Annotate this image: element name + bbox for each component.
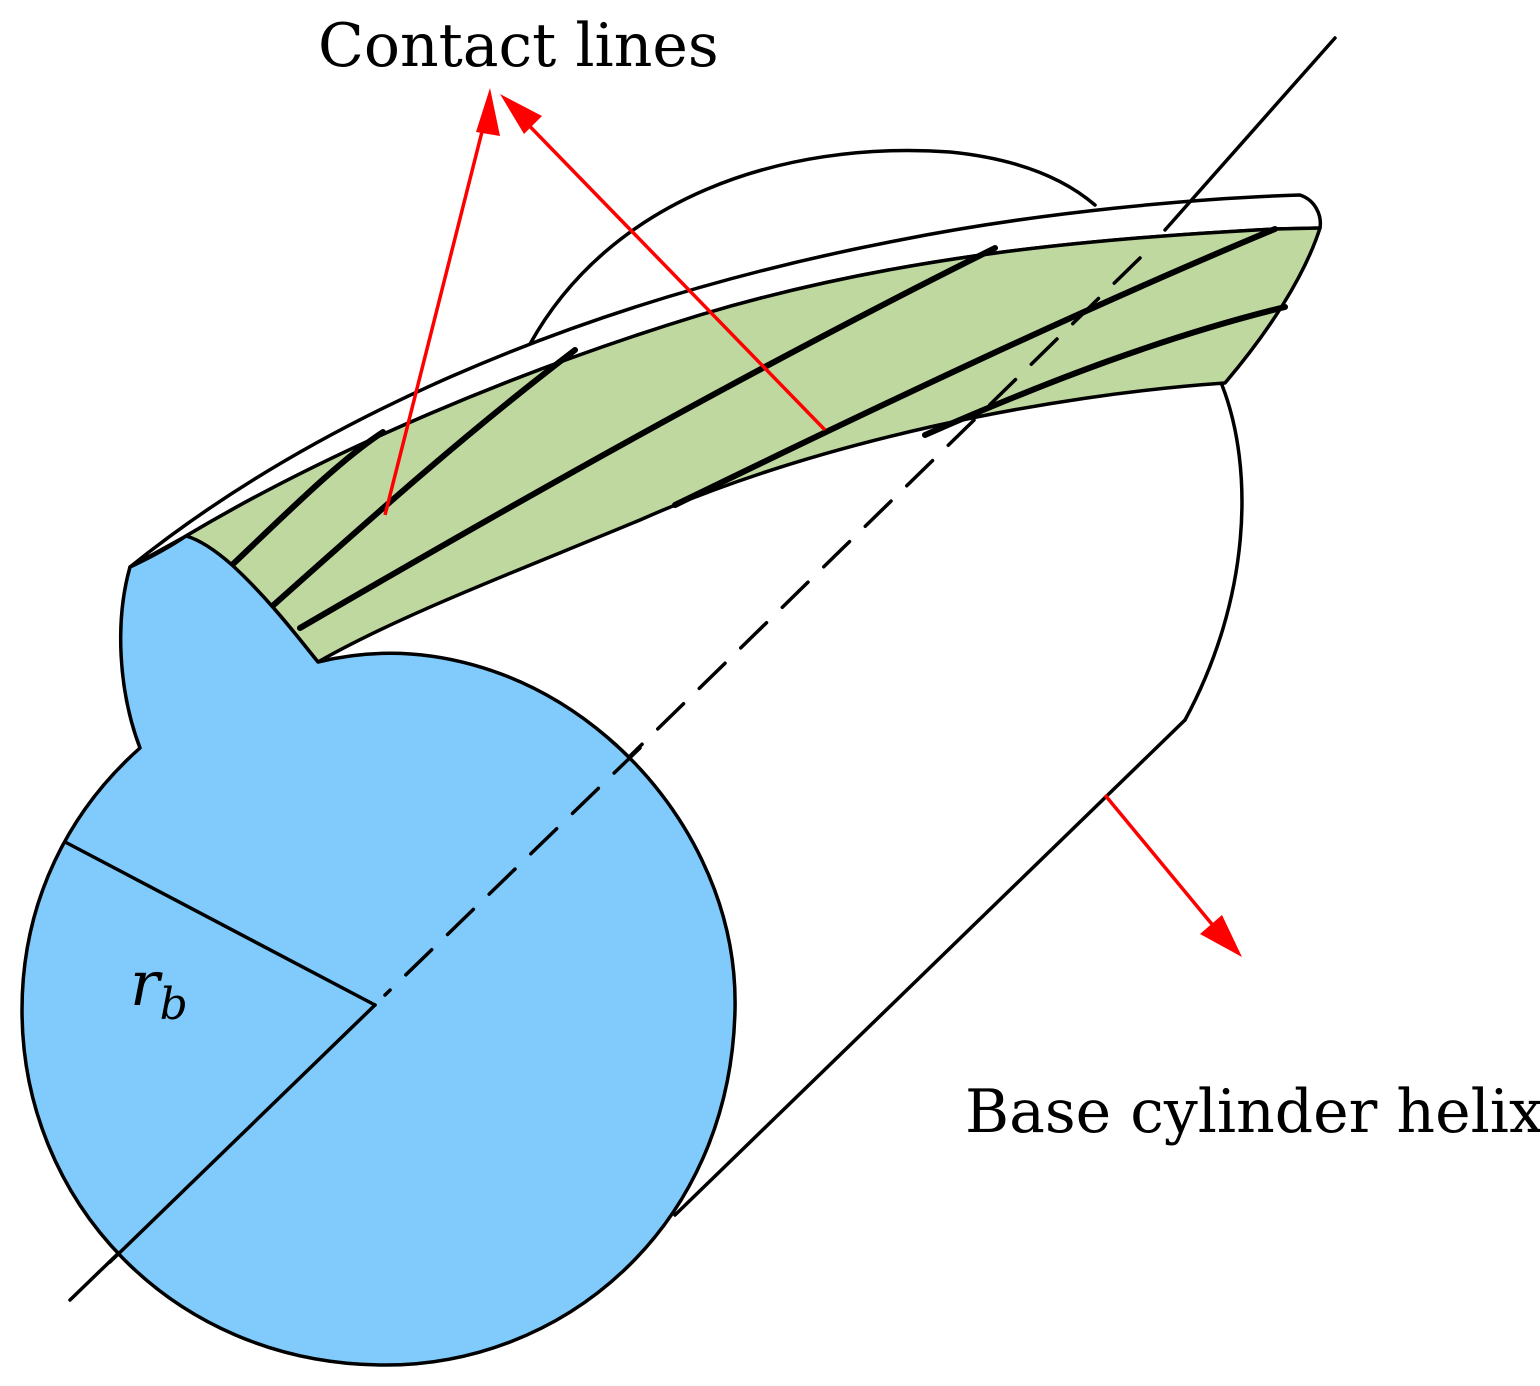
radius-label: rb (130, 947, 188, 1030)
contact-line-3 (297, 245, 998, 631)
helix-arrowhead (1200, 915, 1242, 957)
contact-lines-label: Contact lines (318, 11, 719, 81)
base-cylinder-helix-label: Base cylinder helix (965, 1077, 1540, 1147)
cylinder-bottom-generator-line (673, 718, 1187, 1217)
base-helix-visible-top (1163, 36, 1337, 232)
base-circle-with-tooth-profile (20, 534, 737, 1367)
helix-arrow (1103, 793, 1227, 942)
radius-subscript: b (160, 979, 188, 1030)
contact-line-1 (229, 429, 386, 568)
contact-arrow-right (510, 106, 827, 432)
axis-dashed-over-circle (383, 746, 642, 997)
far-end-circle-arc-right (1183, 383, 1244, 722)
contact-arrowhead-left (476, 88, 500, 136)
radius-line (65, 841, 377, 1007)
axis-solid-over-circle (108, 1003, 377, 1264)
contact-line-2 (265, 347, 578, 613)
contact-line-4 (672, 226, 1278, 508)
radius-symbol: r (130, 947, 163, 1020)
contact-arrowhead-right (500, 94, 542, 134)
far-end-circle-arc (528, 148, 1097, 346)
contact-arrow-left (383, 99, 492, 516)
contact-line-5 (922, 304, 1288, 438)
